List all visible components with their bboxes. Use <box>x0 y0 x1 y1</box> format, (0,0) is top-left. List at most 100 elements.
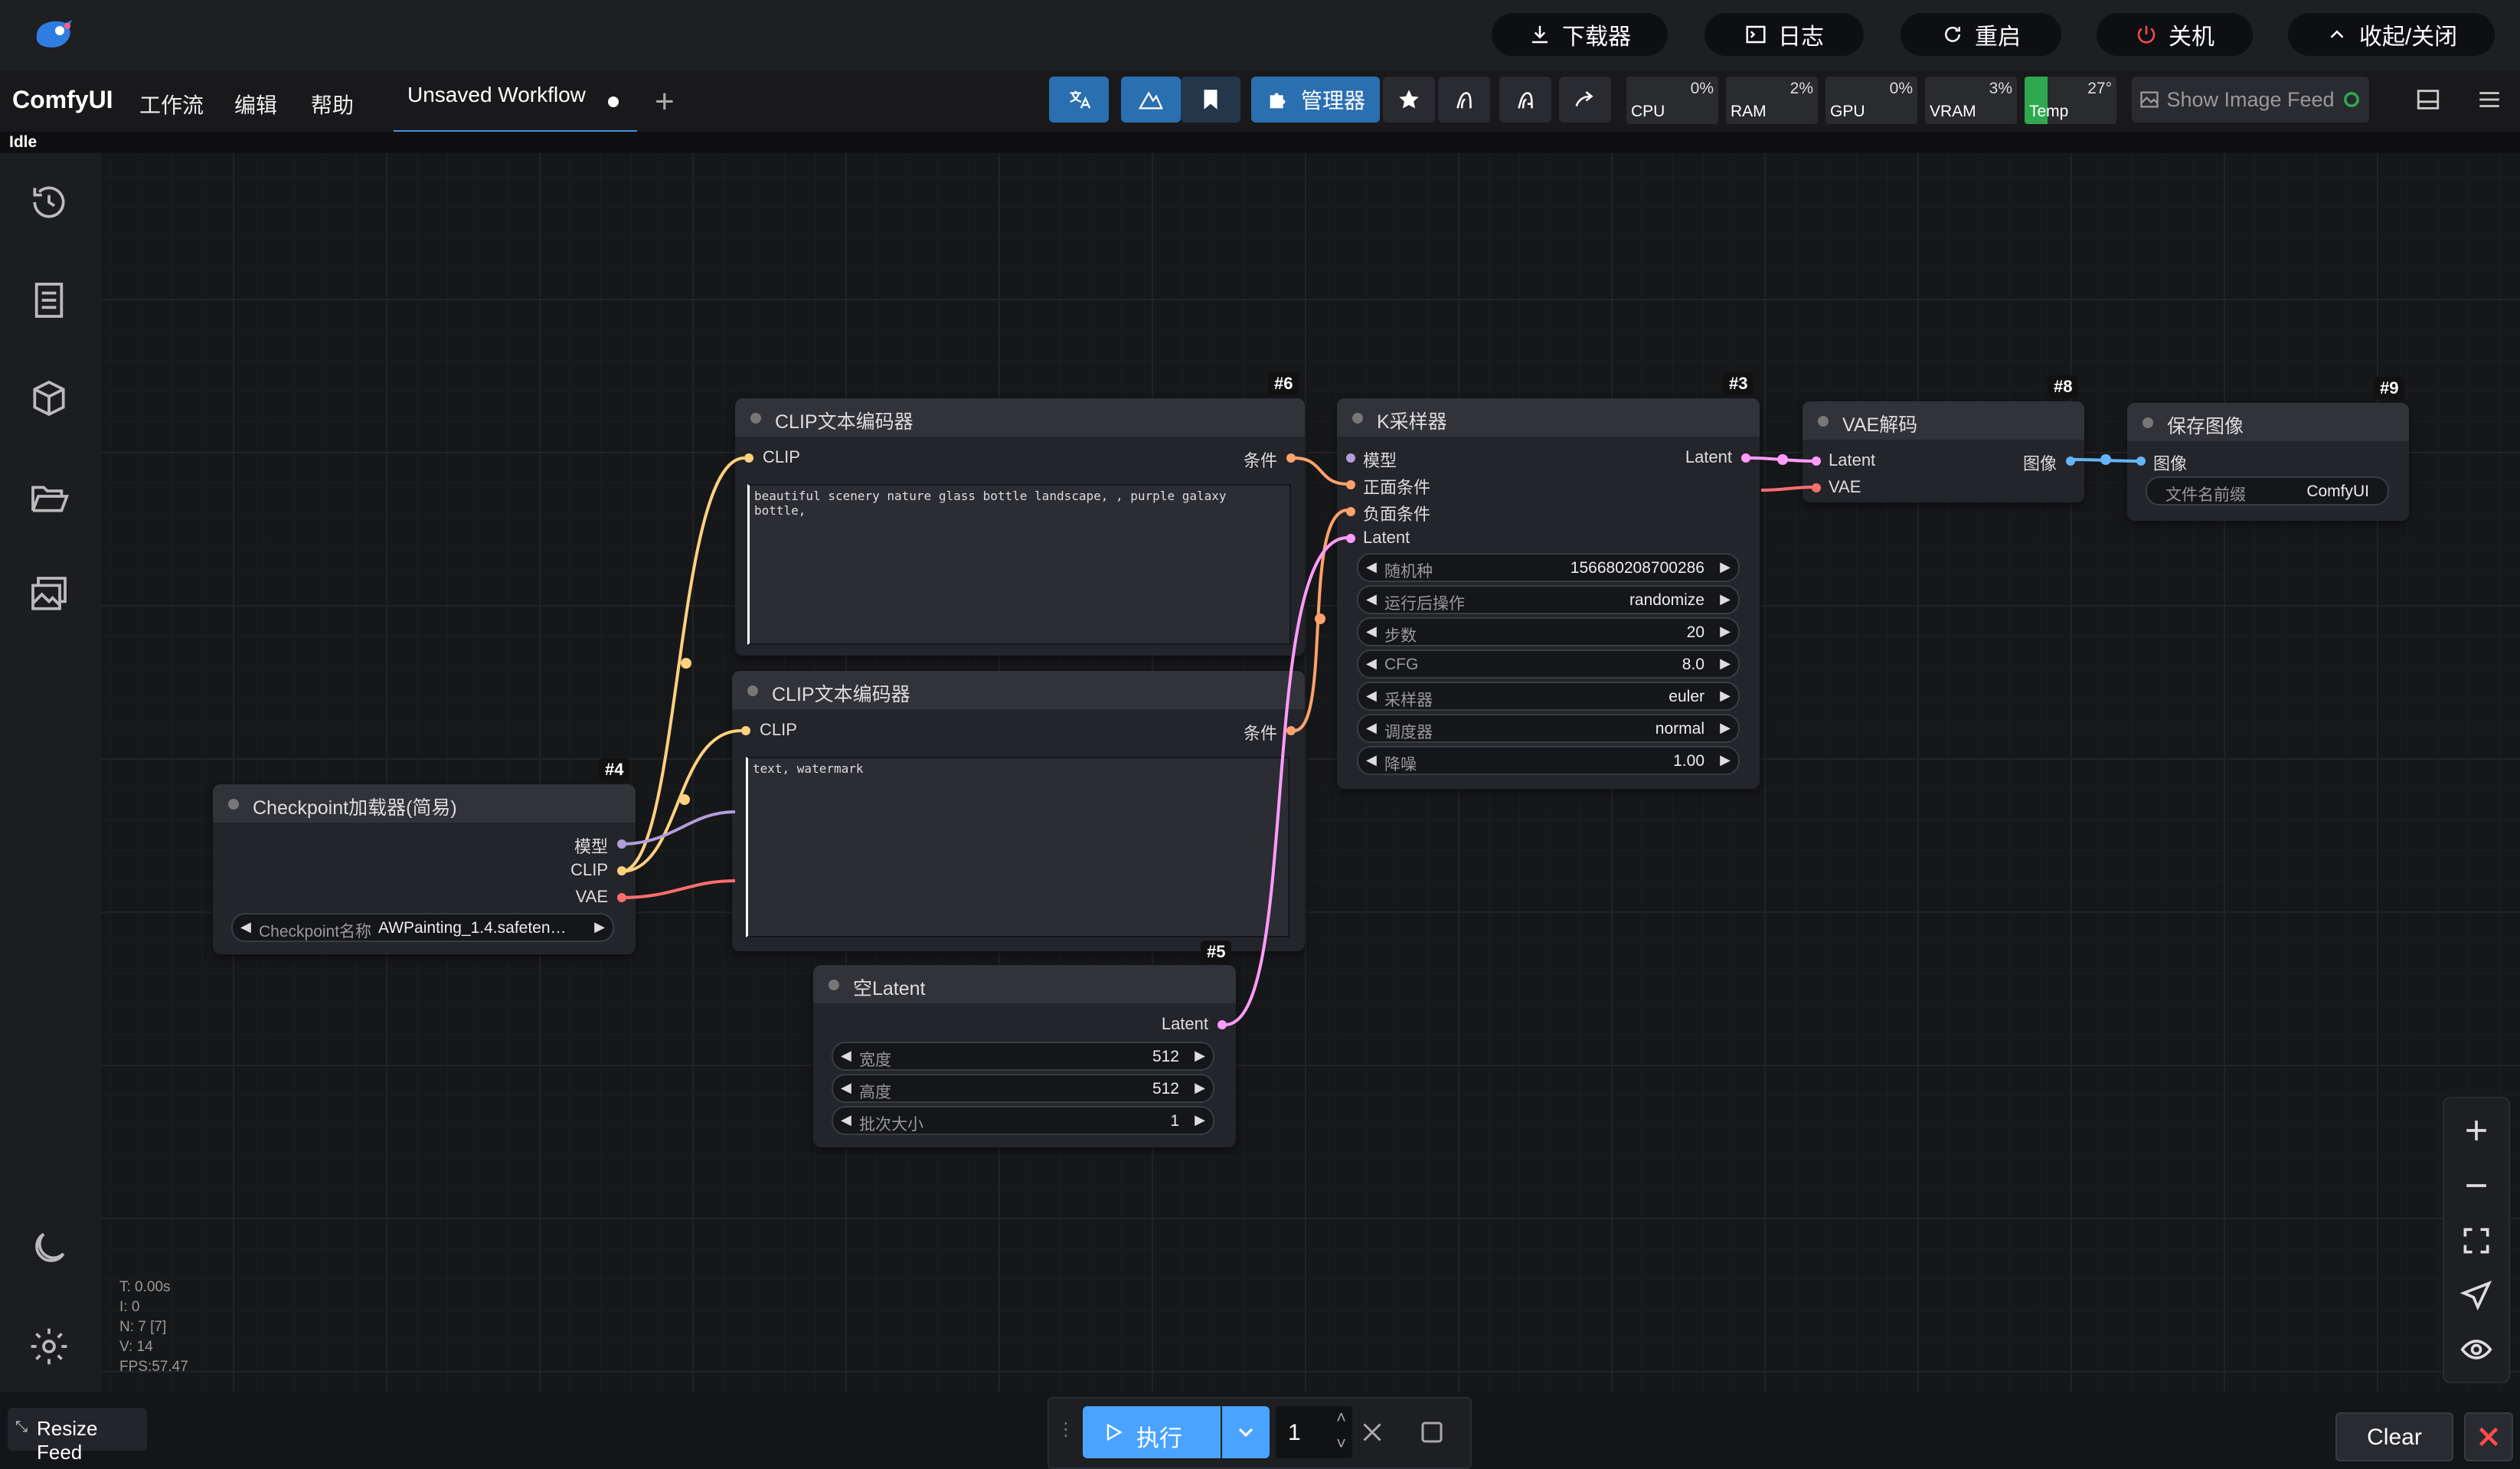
layout-toggle-button[interactable] <box>2409 77 2447 123</box>
image-input-pin[interactable] <box>2136 456 2146 466</box>
decrement-arrow-icon[interactable]: ◀ <box>1366 688 1377 703</box>
positive-input-pin[interactable] <box>1346 480 1355 489</box>
zoom-in-button[interactable] <box>2460 1114 2493 1147</box>
sidebar-item-nodes[interactable] <box>28 377 70 420</box>
node-checkpoint-loader[interactable]: Checkpoint加载器(简易) 模型 CLIP VAE ◀ Checkpoi… <box>213 784 636 954</box>
menu-button[interactable] <box>2470 77 2509 123</box>
shutdown-button[interactable]: 关机 <box>2097 13 2253 56</box>
latent-input-pin[interactable] <box>1346 534 1355 543</box>
star-button[interactable] <box>1383 77 1435 123</box>
increment-arrow-icon[interactable]: ▶ <box>1720 752 1731 767</box>
bookmark-button[interactable] <box>1181 77 1240 123</box>
node-header[interactable]: Checkpoint加载器(简易) <box>213 784 636 823</box>
image-output-pin[interactable] <box>2066 456 2075 466</box>
node-clip-text-positive[interactable]: CLIP文本编码器 CLIP 条件 beautiful scenery natu… <box>735 398 1305 656</box>
fit-view-button[interactable] <box>2460 1224 2493 1258</box>
sidebar-item-gallery[interactable] <box>28 573 70 616</box>
decrement-arrow-icon[interactable]: ◀ <box>1366 720 1377 735</box>
share-down-button[interactable] <box>1499 77 1551 123</box>
conditioning-output-pin[interactable] <box>1286 453 1296 463</box>
collapse-dot-icon[interactable] <box>1818 416 1829 427</box>
zoom-out-button[interactable] <box>2460 1169 2493 1202</box>
decrement-arrow-icon[interactable]: ◀ <box>841 1048 851 1063</box>
tab-workflow[interactable]: Unsaved Workflow <box>394 70 637 133</box>
latent-output-pin[interactable] <box>1741 453 1750 463</box>
node-clip-text-negative[interactable]: CLIP文本编码器 CLIP 条件 text, watermark <box>732 671 1305 951</box>
menu-help[interactable]: 帮助 <box>311 93 355 117</box>
vae-input-pin[interactable] <box>1812 483 1821 492</box>
unsaved-dot-icon[interactable] <box>608 97 619 107</box>
node-header[interactable]: K采样器 <box>1337 398 1760 437</box>
sidebar-item-settings[interactable] <box>28 1325 70 1368</box>
increment-arrow-icon[interactable]: ▶ <box>594 919 605 934</box>
new-tab-button[interactable]: + <box>655 83 675 120</box>
node-save-image[interactable]: 保存图像 图像 文件名前缀 ComfyUI <box>2127 403 2409 521</box>
decrement-arrow-icon[interactable]: ◀ <box>1366 623 1377 639</box>
latent-output-pin[interactable] <box>1218 1020 1227 1029</box>
cancel-icon[interactable] <box>1358 1418 1386 1446</box>
downloader-button[interactable]: 下载器 <box>1492 13 1668 56</box>
increment-arrow-icon[interactable]: ▶ <box>1195 1112 1205 1127</box>
run-mode-dropdown[interactable] <box>1222 1406 1270 1458</box>
sidebar-item-history[interactable] <box>28 181 70 224</box>
increment-arrow-icon[interactable]: ▶ <box>1720 559 1731 574</box>
conditioning-output-pin[interactable] <box>1286 726 1296 735</box>
increment-arrow-icon[interactable]: ▶ <box>1720 720 1731 735</box>
increment-arrow-icon[interactable]: ▶ <box>1195 1048 1205 1063</box>
restart-button[interactable]: 重启 <box>1901 13 2061 56</box>
prompt-textarea[interactable]: beautiful scenery nature glass bottle la… <box>747 484 1291 645</box>
increment-arrow-icon[interactable]: ▶ <box>1720 623 1731 639</box>
clip-input-pin[interactable] <box>744 453 753 463</box>
close-feed-button[interactable] <box>2464 1412 2513 1461</box>
logs-button[interactable]: 日志 <box>1705 13 1864 56</box>
collapse-dot-icon[interactable] <box>228 799 239 810</box>
sidebar-item-workflows[interactable] <box>28 475 70 518</box>
decrement-icon[interactable]: ˅ <box>1336 1434 1346 1453</box>
stop-icon[interactable] <box>1418 1418 1446 1446</box>
node-header[interactable]: VAE解码 <box>1803 401 2084 440</box>
node-vae-decode[interactable]: VAE解码 Latent VAE 图像 <box>1803 401 2084 502</box>
increment-arrow-icon[interactable]: ▶ <box>1720 656 1731 671</box>
clip-output-pin[interactable] <box>617 866 626 875</box>
clip-input-pin[interactable] <box>741 726 750 735</box>
show-image-feed-button[interactable]: Show Image Feed <box>2132 77 2369 123</box>
collapse-button[interactable]: 收起/关闭 <box>2288 13 2495 56</box>
filename-prefix-widget[interactable]: 文件名前缀 ComfyUI <box>2146 476 2389 505</box>
manager-button[interactable]: 管理器 <box>1251 77 1380 123</box>
drag-handle-icon[interactable]: ⋮ <box>1057 1419 1075 1440</box>
node-header[interactable]: 空Latent <box>813 965 1236 1003</box>
checkpoint-name-widget[interactable]: ◀ Checkpoint名称 AWPainting_1.4.safeten… ▶ <box>231 913 614 942</box>
decrement-arrow-icon[interactable]: ◀ <box>1366 752 1377 767</box>
resize-feed-button[interactable]: ⤡ Resize Feed <box>8 1408 147 1464</box>
clear-button[interactable]: Clear <box>2335 1412 2453 1461</box>
increment-arrow-icon[interactable]: ▶ <box>1720 688 1731 703</box>
collapse-dot-icon[interactable] <box>750 413 761 424</box>
decrement-arrow-icon[interactable]: ◀ <box>841 1112 851 1127</box>
decrement-arrow-icon[interactable]: ◀ <box>1366 591 1377 607</box>
toggle-links-button[interactable] <box>2460 1333 2493 1366</box>
model-output-pin[interactable] <box>617 839 626 849</box>
increment-icon[interactable]: ˄ <box>1336 1408 1346 1427</box>
select-mode-button[interactable] <box>2460 1279 2493 1313</box>
run-button[interactable]: 执行 <box>1083 1406 1221 1458</box>
share-button[interactable] <box>1559 77 1611 123</box>
sidebar-item-queue[interactable] <box>28 279 70 322</box>
model-input-pin[interactable] <box>1346 453 1355 463</box>
latent-input-pin[interactable] <box>1812 456 1821 466</box>
model-manager-button[interactable] <box>1121 77 1181 123</box>
increment-arrow-icon[interactable]: ▶ <box>1195 1080 1205 1095</box>
graph-canvas[interactable] <box>101 153 2520 1392</box>
batch-count-input[interactable]: 1 ˄ ˅ <box>1276 1406 1352 1458</box>
decrement-arrow-icon[interactable]: ◀ <box>1366 559 1377 574</box>
increment-arrow-icon[interactable]: ▶ <box>1720 591 1731 607</box>
